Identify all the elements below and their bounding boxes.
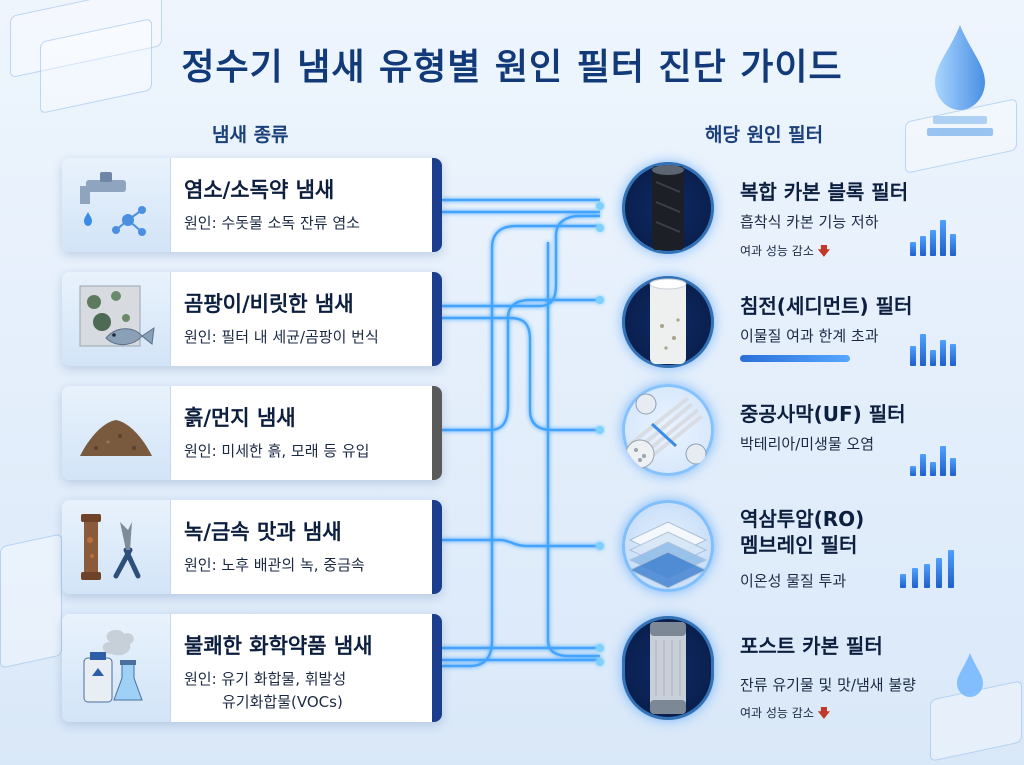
odor-cause: 원인: 노후 배관의 녹, 중금속	[184, 556, 365, 574]
progress-bar	[740, 355, 850, 362]
mini-line-chart-icon	[900, 544, 960, 588]
right-column-header: 해당 원인 필터	[705, 124, 824, 146]
mini-bar-chart-icon	[910, 326, 960, 366]
filter-name: 역삼투압(RO) 멤브레인 필터	[740, 507, 865, 557]
odor-card-rust[interactable]: 녹/금속 맛과 냄새 원인: 노후 배관의 녹, 중금속	[62, 500, 442, 594]
odor-name: 흙/먼지 냄새	[184, 406, 296, 430]
odor-name: 불쾌한 화학약품 냄새	[184, 634, 373, 658]
odor-card-chemical[interactable]: 불쾌한 화학약품 냄새 원인: 유기 화합물, 휘발성 유기화합물(VOCs)	[62, 614, 442, 722]
arrow-down-icon: 🡇	[817, 706, 831, 720]
carbon-block-filter-icon	[652, 165, 684, 250]
odor-name: 염소/소독약 냄새	[184, 178, 335, 202]
filter-name: 복합 카본 블록 필터	[740, 180, 909, 204]
filter-row-post-carbon[interactable]: 포스트 카본 필터 잔류 유기물 및 맛/냄새 불량 여과 성능 감소 🡇	[622, 616, 1002, 720]
card-accent-bar	[432, 500, 442, 594]
rusty-pipe-icon	[81, 514, 141, 580]
soil-pile-icon	[80, 420, 152, 456]
filter-name: 중공사막(UF) 필터	[740, 402, 906, 426]
connector-mold-uf	[442, 316, 600, 432]
water-drop-icon	[927, 25, 993, 136]
arrow-down-icon: 🡇	[817, 244, 831, 258]
filter-row-sediment[interactable]: 침전(세디먼트) 필터 이물질 여과 한계 초과	[622, 276, 1002, 376]
odor-cause: 원인: 수돗물 소독 잔류 염소	[184, 214, 360, 232]
filter-row-uf[interactable]: 중공사막(UF) 필터 박테리아/미생물 오염	[622, 384, 1002, 484]
filter-name: 포스트 카본 필터	[740, 634, 883, 658]
sediment-filter-icon	[649, 278, 687, 364]
faucet-icon	[80, 172, 146, 236]
card-accent-bar	[432, 614, 442, 722]
mold-fish-icon	[79, 285, 155, 347]
odor-name: 녹/금속 맛과 냄새	[184, 520, 342, 544]
card-accent-bar	[432, 386, 442, 480]
odor-cause: 원인: 유기 화합물, 휘발성	[184, 670, 347, 688]
odor-card-soil[interactable]: 흙/먼지 냄새 원인: 미세한 흙, 모래 등 유입	[62, 386, 442, 480]
page-title: 정수기 냄새 유형별 원인 필터 진단 가이드	[181, 47, 843, 88]
post-carbon-filter-icon	[650, 622, 686, 714]
chemical-bottles-icon	[83, 630, 143, 703]
filter-desc: 흡착식 카본 기능 저하	[740, 213, 879, 231]
odor-cause: 원인: 미세한 흙, 모래 등 유입	[184, 442, 370, 460]
odor-cause-continued: 유기화합물(VOCs)	[222, 693, 343, 711]
odor-name: 곰팡이/비릿한 냄새	[184, 292, 354, 316]
ro-membrane-icon	[628, 521, 708, 589]
filter-desc: 이온성 물질 투과	[740, 572, 847, 590]
connector-soil-sediment	[442, 298, 600, 432]
odor-card-chlorine[interactable]: 염소/소독약 냄새 원인: 수돗물 소독 잔류 염소	[62, 158, 442, 252]
connector-rust-ro	[442, 538, 600, 548]
filter-name: 침전(세디먼트) 필터	[740, 294, 913, 318]
water-drop-icon	[957, 653, 983, 697]
card-accent-bar	[432, 272, 442, 366]
filter-sub: 여과 성능 감소 🡇	[740, 706, 831, 720]
mini-bar-chart-icon	[910, 216, 960, 256]
odor-card-mold[interactable]: 곰팡이/비릿한 냄새 원인: 필터 내 세균/곰팡이 번식	[62, 272, 442, 366]
filter-desc: 이물질 여과 한계 초과	[740, 327, 879, 345]
filter-sub: 여과 성능 감소 🡇	[740, 244, 831, 258]
filter-row-carbon-block[interactable]: 복합 카본 블록 필터 흡착식 카본 기능 저하 여과 성능 감소 🡇	[622, 162, 1002, 262]
mini-bar-chart-icon	[910, 436, 960, 476]
filter-desc: 잔류 유기물 및 맛/냄새 불량	[740, 676, 916, 694]
card-accent-bar	[432, 158, 442, 252]
left-column-header: 냄새 종류	[212, 124, 289, 146]
filter-desc: 박테리아/미생물 오염	[740, 435, 875, 453]
odor-cause: 원인: 필터 내 세균/곰팡이 번식	[184, 328, 379, 346]
filter-row-ro[interactable]: 역삼투압(RO) 멤브레인 필터 이온성 물질 투과	[622, 500, 1002, 600]
uf-fiber-filter-icon	[625, 393, 707, 469]
